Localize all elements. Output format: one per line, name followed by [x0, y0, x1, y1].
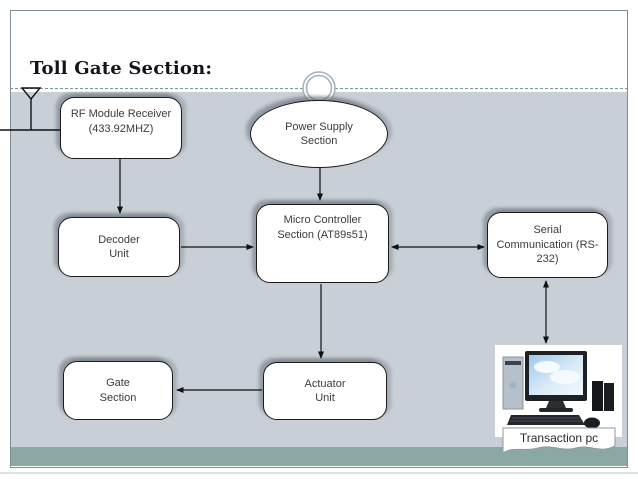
transaction-pc-caption: Transaction pc [519, 431, 599, 445]
node-label: RF Module Receiver (433.92MHZ) [70, 108, 172, 135]
node-label: Gate Section [99, 377, 137, 404]
binder-ring-icon [302, 71, 336, 105]
teal-footer-strip [11, 447, 627, 466]
node-power-supply: Power Supply Section [250, 100, 388, 168]
node-decoder-unit: Decoder Unit [58, 217, 180, 277]
desktop-computer-image [502, 351, 614, 429]
banner-scroll-shape [502, 427, 616, 454]
page-bottom-divider [0, 472, 638, 474]
transaction-pc-photo [495, 345, 622, 437]
node-micro-controller: Micro Controller Section (AT89s51) [256, 204, 389, 283]
node-label: Micro Controller Section (AT89s51) [277, 214, 368, 241]
node-label: Serial Communication (RS- 232) [496, 224, 599, 266]
node-rf-module-receiver: RF Module Receiver (433.92MHZ) [60, 97, 182, 159]
node-gate-section: Gate Section [63, 361, 173, 420]
transaction-pc-banner: Transaction pc [502, 427, 616, 457]
node-label: Actuator Unit [304, 377, 346, 405]
node-label: Power Supply Section [285, 120, 353, 148]
node-label: Decoder Unit [98, 233, 140, 261]
slide-title: Toll Gate Section: [30, 58, 213, 79]
node-actuator-unit: Actuator Unit [263, 362, 387, 420]
node-serial-communication: Serial Communication (RS- 232) [487, 212, 608, 278]
